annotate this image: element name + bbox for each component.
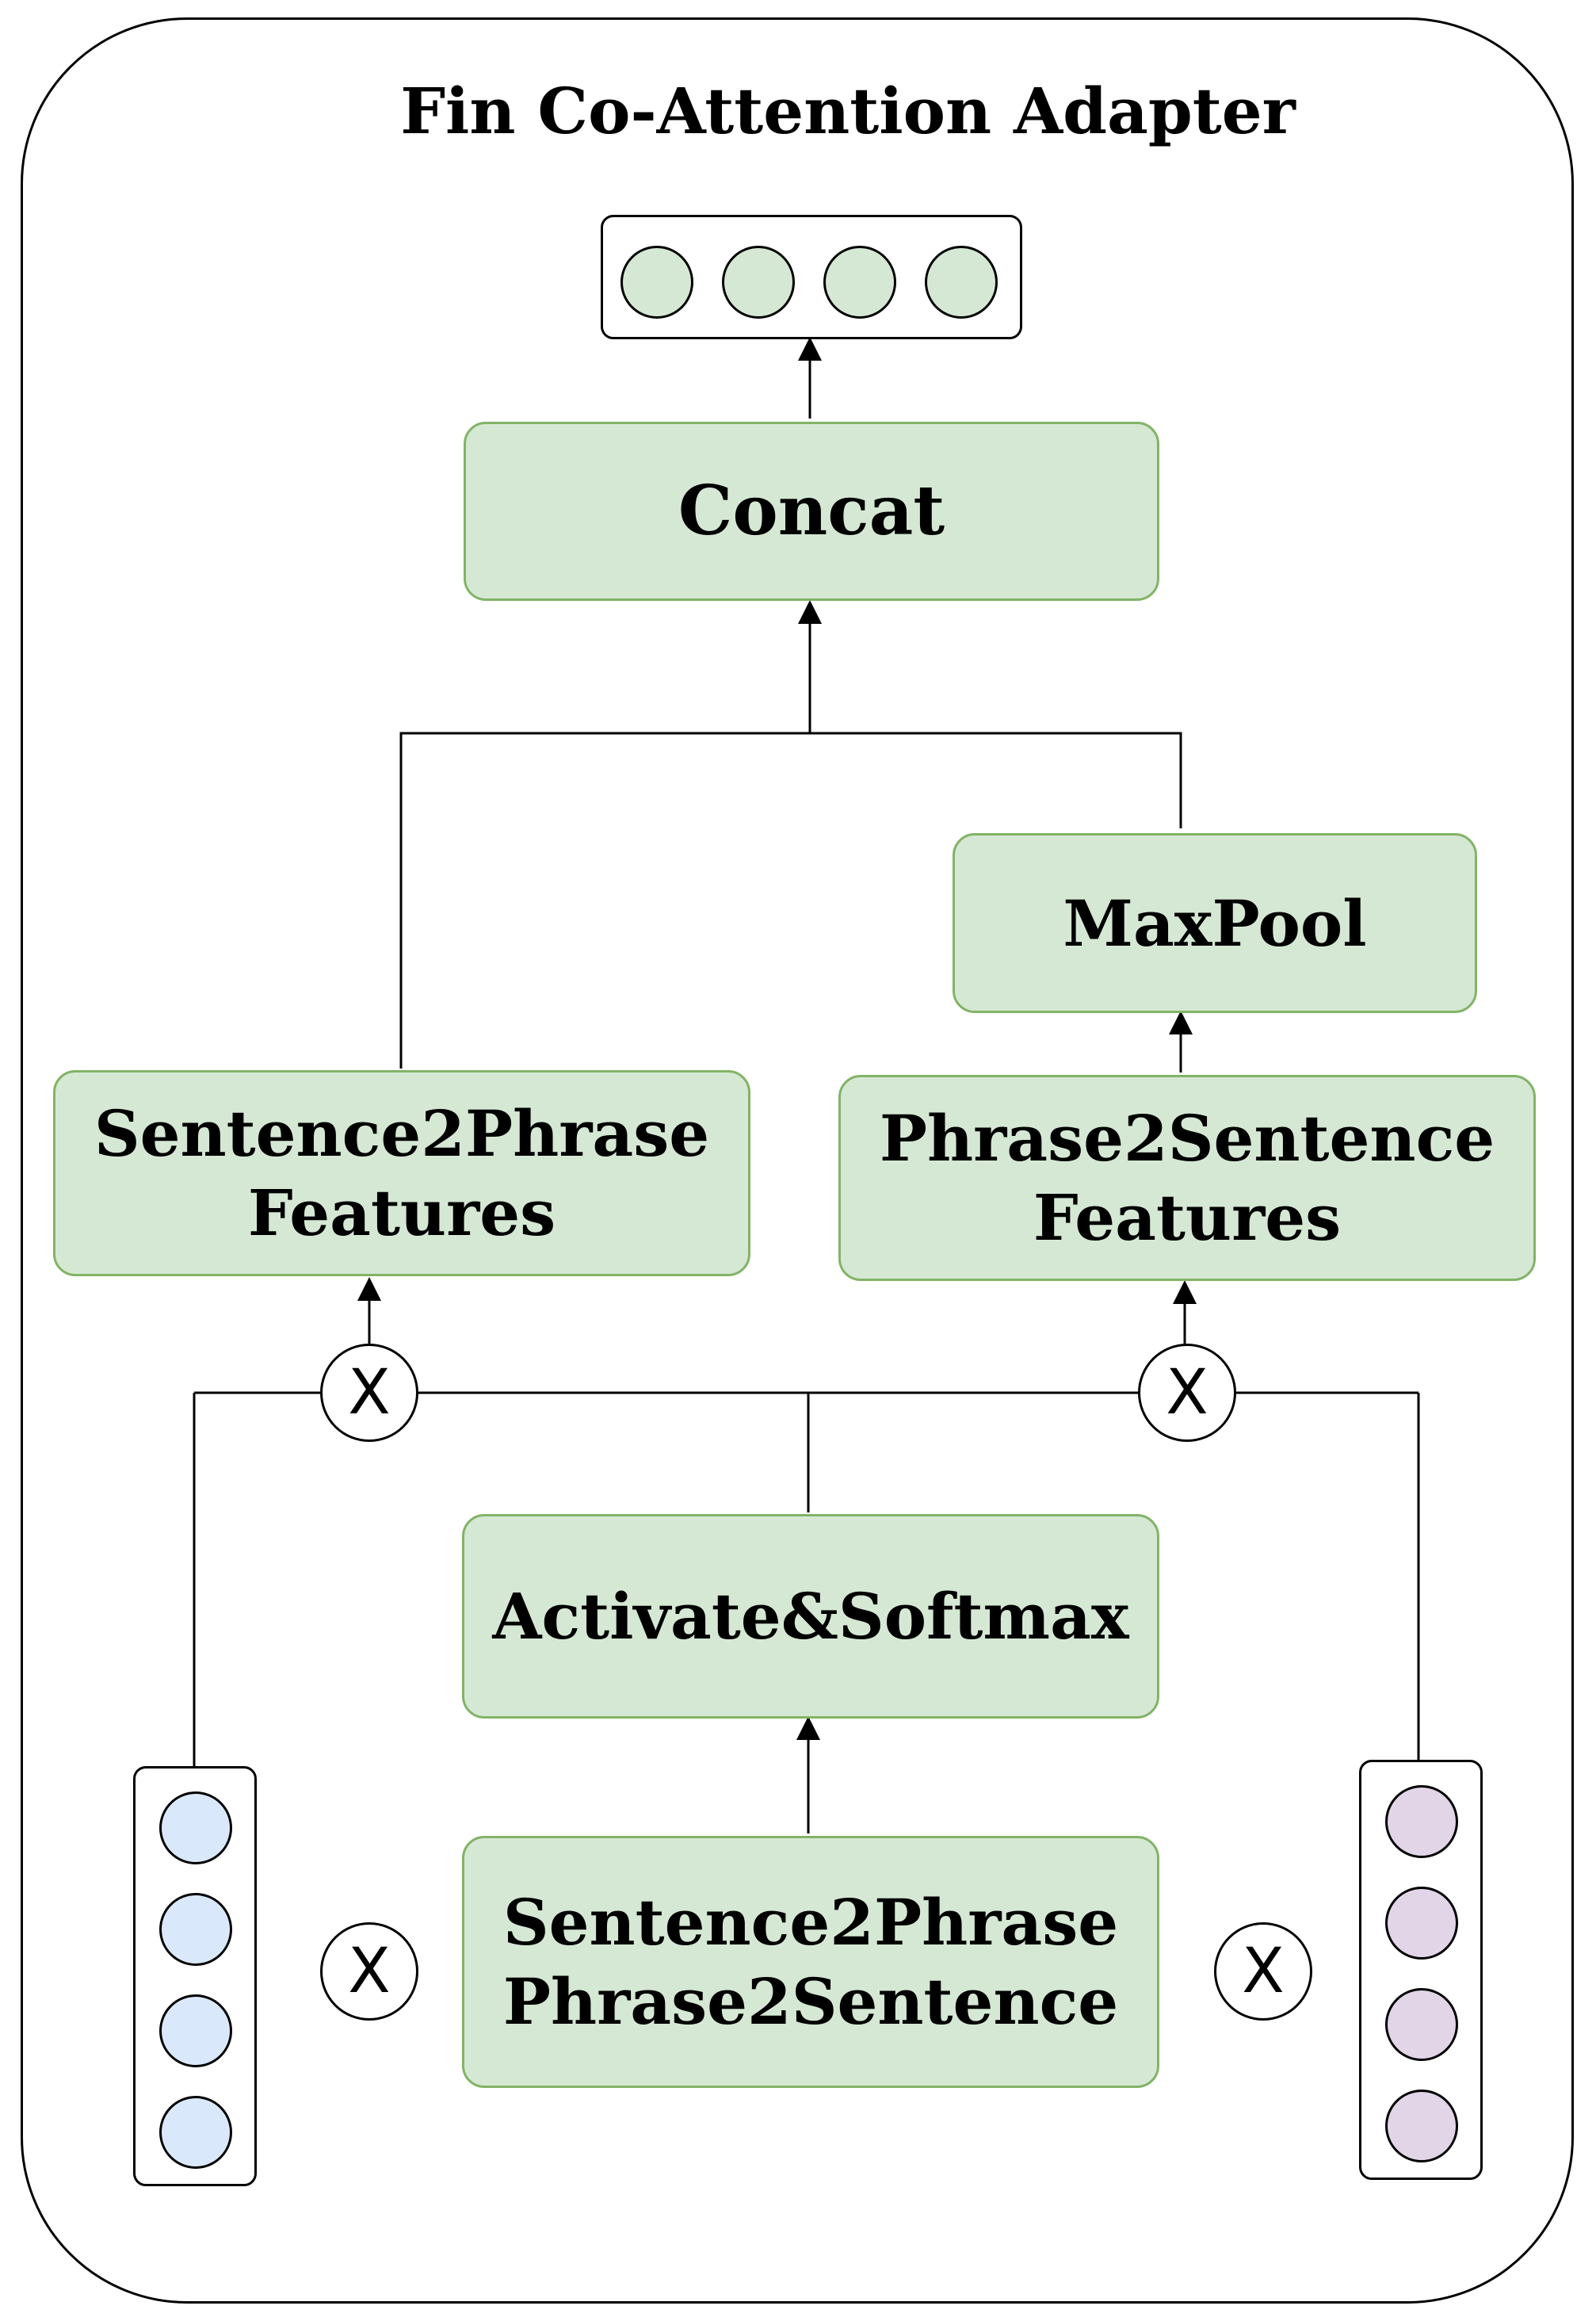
output-vector-cell: [620, 246, 693, 319]
output-vector-cell: [925, 246, 998, 319]
sentence-vector-cell: [159, 1893, 232, 1966]
co-attention-input-label: Sentence2Phrase Phrase2Sentence: [502, 1885, 1119, 2039]
phrase-vector-cell: [1385, 2090, 1458, 2162]
co-attention-input-block: Sentence2Phrase Phrase2Sentence: [462, 1836, 1159, 2088]
concat-block: Concat: [464, 422, 1159, 601]
sentence-input-vector: [133, 1766, 257, 2186]
sentence-vector-cell: [159, 2096, 232, 2169]
activate-softmax-label: Activate&Softmax: [492, 1579, 1129, 1654]
phrase-vector-cell: [1385, 1887, 1458, 1960]
maxpool-label: MaxPool: [1063, 885, 1367, 961]
line-maxpool-to-concat: [810, 732, 1182, 828]
output-vector-cell: [722, 246, 795, 319]
multiply-operator-left: X: [320, 1922, 418, 2021]
sentence2phrase-features-label: Sentence2Phrase Features: [94, 1096, 710, 1250]
phrase-vector-cell: [1385, 1785, 1458, 1858]
phrase2sentence-features-label: Phrase2Sentence Features: [879, 1101, 1495, 1255]
sentence-vector-cell: [159, 1791, 232, 1864]
concat-label: Concat: [678, 471, 945, 552]
line-s2p-to-concat: [399, 732, 810, 1069]
diagram-title: Fin Co-Attention Adapter: [400, 74, 1296, 148]
phrase-vector-cell: [1385, 1988, 1458, 2061]
multiply-operator-p2s: X: [1138, 1344, 1236, 1442]
phrase2sentence-features-block: Phrase2Sentence Features: [838, 1075, 1536, 1281]
phrase-input-vector: [1359, 1760, 1483, 2180]
multiply-operator-symbol: X: [348, 1936, 391, 2007]
maxpool-block: MaxPool: [953, 833, 1477, 1013]
sentence-vector-cell: [159, 1994, 232, 2067]
output-vector-cell: [823, 246, 896, 319]
multiply-operator-symbol: X: [1242, 1936, 1285, 2007]
sentence2phrase-features-block: Sentence2Phrase Features: [53, 1070, 750, 1276]
multiply-operator-symbol: X: [1166, 1357, 1208, 1428]
multiply-operator-s2p: X: [320, 1344, 418, 1442]
activate-softmax-block: Activate&Softmax: [462, 1514, 1159, 1719]
multiply-operator-symbol: X: [348, 1357, 391, 1428]
output-vector: [601, 215, 1022, 339]
multiply-operator-right: X: [1214, 1922, 1312, 2021]
